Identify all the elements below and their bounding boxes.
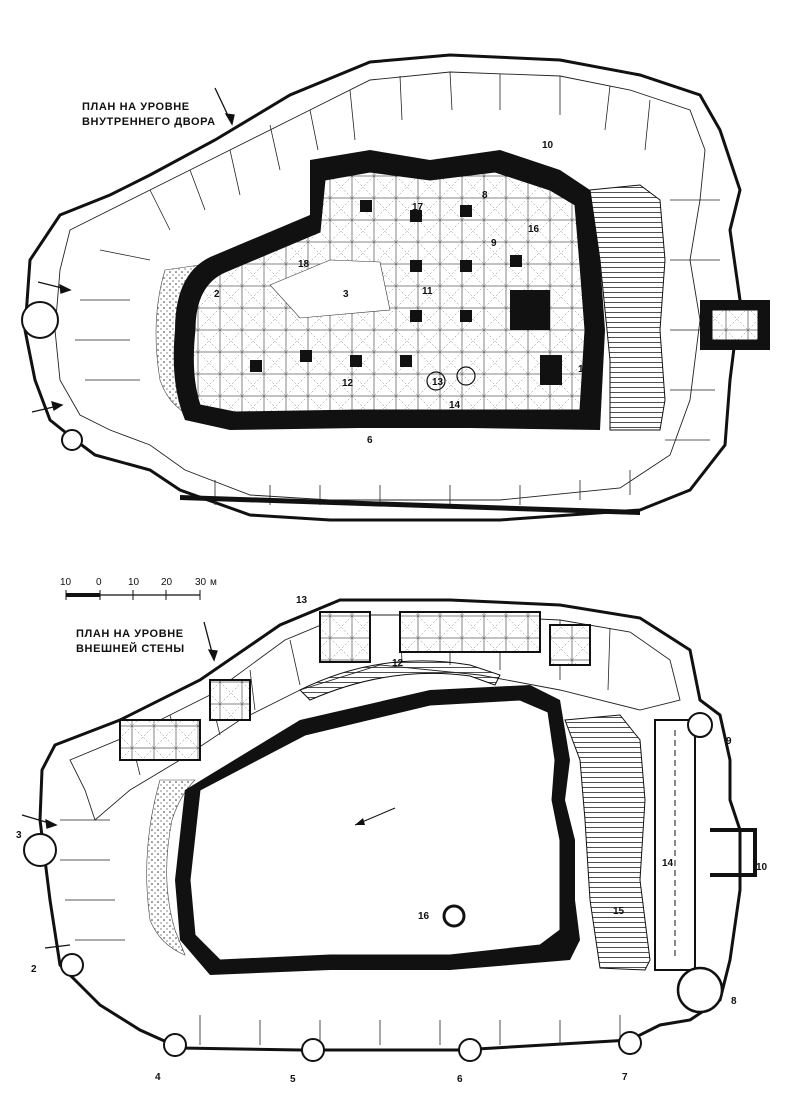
lower-east-structure <box>710 828 757 877</box>
upper-label: 18 <box>298 259 310 270</box>
upper-label: 15 <box>578 364 590 375</box>
upper-label: 16 <box>528 224 540 235</box>
upper-moat <box>589 184 666 431</box>
lower-north-vaults <box>119 611 591 761</box>
upper-label: 10 <box>542 140 554 151</box>
lower-label: 10 <box>756 862 768 873</box>
lower-sw-tower <box>60 953 84 977</box>
upper-label: 13 <box>432 377 444 388</box>
lower-plan-labels: 2 3 4 5 6 7 8 9 10 12 13 14 15 16 <box>16 595 768 1085</box>
upper-label: 19 <box>199 405 211 416</box>
upper-label: 11 <box>422 286 433 297</box>
lower-label: 2 <box>31 964 37 975</box>
scale-unit: м <box>210 577 217 588</box>
lower-west-tower <box>23 833 57 867</box>
lower-label: 5 <box>290 1074 296 1085</box>
lower-south-towers <box>163 1031 642 1062</box>
upper-label: 7 <box>533 296 539 307</box>
lower-label: 12 <box>392 658 404 669</box>
upper-inner-castle-floor <box>192 171 586 413</box>
lower-label: 6 <box>457 1074 463 1085</box>
lower-label: 14 <box>662 858 674 869</box>
upper-plan: ПЛАН НА УРОВНЕ ВНУТРЕННЕГО ДВОРА 2 3 6 7… <box>21 53 770 522</box>
lower-label: 16 <box>418 911 430 922</box>
upper-west-tower <box>21 301 59 339</box>
upper-label: 2 <box>214 289 220 300</box>
lower-plan-title-line2: ВНЕШНЕЙ СТЕНЫ <box>76 642 185 655</box>
lower-se-tower <box>676 966 724 1014</box>
lower-moat <box>564 714 651 971</box>
upper-label: 8 <box>482 190 488 201</box>
lower-direction-arrow <box>354 807 396 826</box>
upper-plan-title-line2: ВНУТРЕННЕГО ДВОРА <box>82 116 216 128</box>
lower-label: 9 <box>726 736 732 747</box>
upper-plan-title-line1: ПЛАН НА УРОВНЕ <box>82 101 190 113</box>
lower-plan-title-line1: ПЛАН НА УРОВНЕ <box>76 628 184 640</box>
scale-bar: 10 0 10 20 30 м <box>60 577 217 600</box>
lower-inner-courtyard <box>189 699 561 961</box>
upper-label: 14 <box>449 400 461 411</box>
lower-label: 3 <box>16 830 22 841</box>
upper-label: 6 <box>367 435 373 446</box>
lower-ramp <box>299 660 501 701</box>
upper-piers <box>250 200 562 385</box>
upper-courtyard <box>269 259 391 319</box>
scale-tick-label: 10 <box>60 577 72 588</box>
upper-sw-tower <box>61 429 83 451</box>
lower-label: 7 <box>622 1072 628 1083</box>
lower-plan: ПЛАН НА УРОВНЕ ВНЕШНЕЙ СТЕНЫ 2 3 4 5 6 7… <box>16 595 768 1085</box>
scale-tick-label: 10 <box>128 577 140 588</box>
lower-label: 15 <box>613 906 625 917</box>
upper-label: 3 <box>343 289 349 300</box>
lower-ne-tower <box>687 712 713 738</box>
scale-tick-label: 30 <box>195 577 207 588</box>
lower-label: 13 <box>296 595 308 606</box>
upper-label: 17 <box>412 202 424 213</box>
lower-well <box>442 904 466 928</box>
scale-tick-label: 0 <box>96 577 102 588</box>
lower-rock-edge <box>146 779 196 956</box>
upper-label: 12 <box>342 378 354 389</box>
lower-label: 4 <box>155 1072 161 1083</box>
upper-entrance-arrows <box>31 87 235 413</box>
lower-north-rooms <box>69 614 681 821</box>
upper-label: 9 <box>491 238 497 249</box>
lower-label: 8 <box>731 996 737 1007</box>
lower-entrance-arrows <box>21 621 218 949</box>
scale-tick-label: 20 <box>161 577 173 588</box>
upper-plan-labels: 2 3 6 7 8 9 10 11 12 13 14 15 16 17 18 1… <box>199 140 590 446</box>
